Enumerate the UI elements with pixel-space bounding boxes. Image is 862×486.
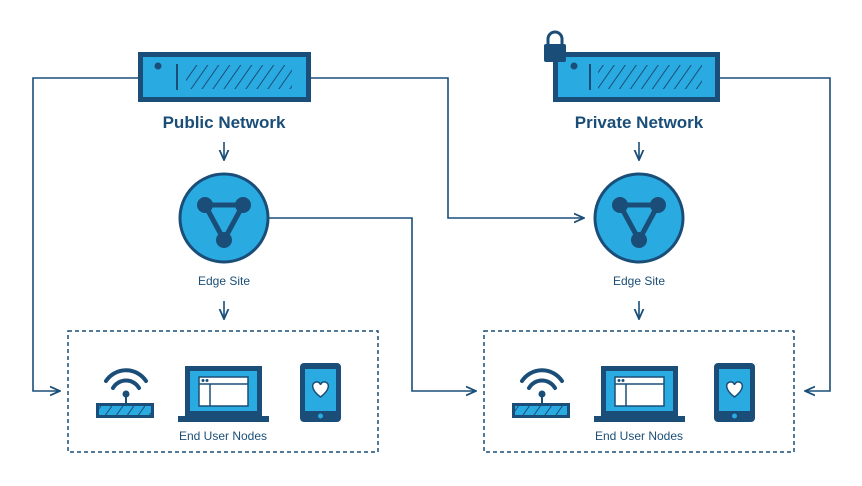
public-end-user-nodes-label: End User Nodes — [178, 429, 268, 443]
private-to-private-nodes-connector — [720, 77, 831, 391]
private-end-user-nodes-box — [483, 330, 795, 453]
public-tablet-heart-icon — [300, 363, 341, 422]
public-to-private-edge-connector — [311, 77, 584, 218]
public-laptop-icon — [178, 366, 269, 422]
private-wifi-router-icon — [512, 368, 570, 418]
private-end-user-nodes-label: End User Nodes — [594, 429, 684, 443]
public-edge-to-private-nodes-connector — [268, 217, 476, 391]
lock-icon — [544, 30, 566, 62]
public-to-public-nodes-connector — [32, 77, 138, 391]
public-edge-site-label: Edge Site — [197, 274, 251, 288]
public-wifi-router-icon — [96, 368, 154, 418]
private-network-title: Private Network — [574, 113, 704, 132]
public-network-title: Public Network — [162, 113, 286, 132]
private-tablet-heart-icon — [714, 363, 755, 422]
private-edge-site-icon — [593, 172, 685, 264]
private-edge-site-label: Edge Site — [612, 274, 666, 288]
connectors — [32, 77, 831, 391]
public-edge-site-icon — [178, 172, 270, 264]
public-end-user-nodes-box — [67, 330, 379, 453]
public-server-icon — [138, 52, 311, 102]
private-laptop-icon — [594, 366, 685, 422]
private-server-icon — [553, 52, 720, 102]
